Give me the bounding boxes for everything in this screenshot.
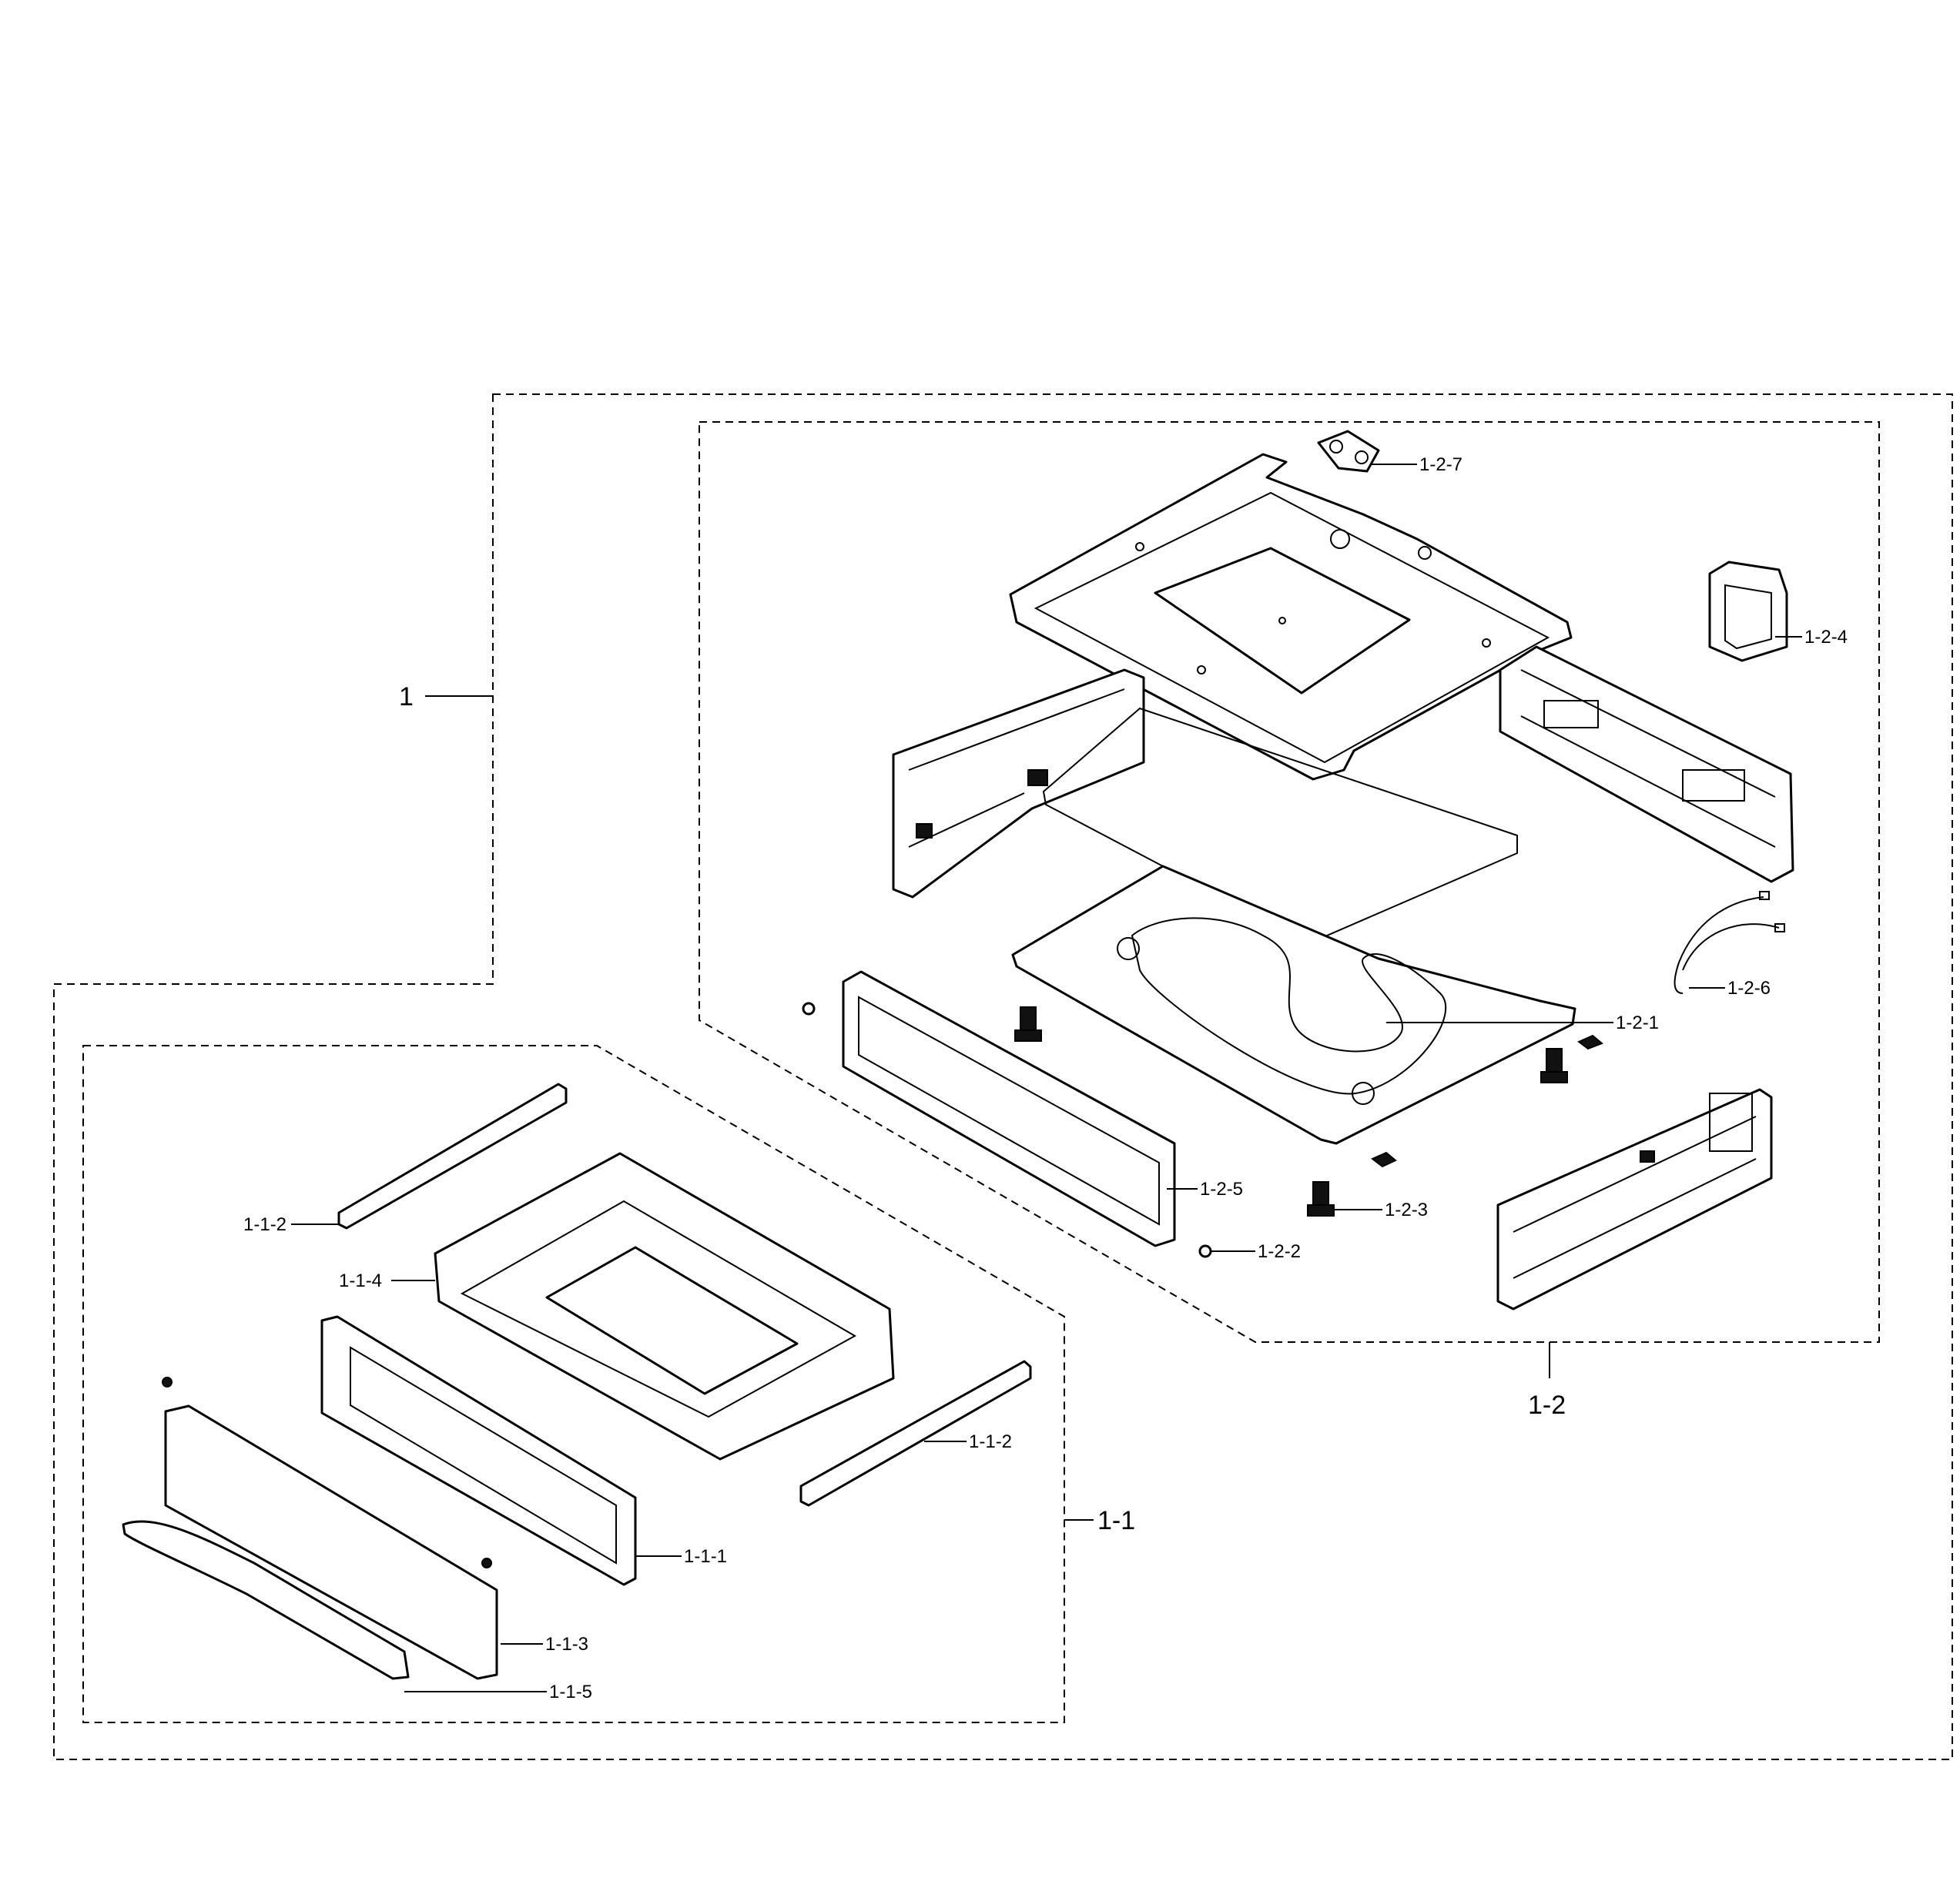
bracket-part	[1708, 561, 1788, 662]
label-assembly-1-2: 1-2	[1528, 1391, 1566, 1420]
label-1-1-4: 1-1-4	[339, 1270, 382, 1291]
leveling-legs	[1014, 1006, 1568, 1217]
leveling-leg-b	[1540, 1048, 1568, 1083]
pad-right	[1577, 1034, 1603, 1050]
inner-plate	[1042, 707, 1518, 945]
label-1-1-2-right: 1-1-2	[969, 1431, 1012, 1452]
bottom-pan-with-heater	[1011, 865, 1576, 1145]
screw-upper	[802, 1002, 816, 1016]
label-1-1-2-left: 1-1-2	[243, 1214, 286, 1235]
label-1-1-5: 1-1-5	[549, 1682, 592, 1702]
label-1-2-1: 1-2-1	[1616, 1013, 1659, 1033]
assembly-1-2-boundary	[699, 421, 1880, 1343]
label-1-2-6: 1-2-6	[1727, 978, 1771, 999]
drawer-clip-front	[481, 1558, 492, 1568]
drawer-tub	[434, 1152, 895, 1461]
leveling-leg-c	[1307, 1181, 1335, 1217]
drawer-clip-top	[162, 1377, 173, 1388]
label-assembly-1: 1	[399, 682, 414, 711]
leveling-leg-a	[1014, 1006, 1042, 1042]
wire-harness	[1674, 891, 1785, 994]
label-1-1-1: 1-1-1	[684, 1546, 727, 1567]
drawer-handle	[122, 1520, 410, 1680]
label-1-2-3: 1-2-3	[1385, 1200, 1428, 1220]
front-frame	[842, 970, 1176, 1247]
drawer-rail-right	[799, 1360, 1032, 1507]
label-1-1-3: 1-1-3	[545, 1634, 588, 1655]
label-assembly-1-1: 1-1	[1097, 1506, 1135, 1535]
pad-lower	[1371, 1151, 1397, 1168]
assembly-1-boundary	[53, 393, 1953, 1760]
drawer-front-frame	[320, 1315, 637, 1586]
drawer-front-panel	[164, 1404, 498, 1680]
left-side-panel	[892, 668, 1145, 899]
label-1-2-2: 1-2-2	[1258, 1241, 1301, 1262]
right-lower-side-panel	[1496, 1088, 1773, 1311]
label-1-2-4: 1-2-4	[1804, 627, 1848, 648]
screw-lower	[1198, 1244, 1212, 1258]
right-rear-panel	[1499, 645, 1794, 883]
top-cover-plate	[1009, 453, 1573, 781]
label-1-2-5: 1-2-5	[1200, 1179, 1243, 1200]
top-gasket	[1317, 430, 1380, 473]
label-1-2-7: 1-2-7	[1419, 454, 1462, 475]
assembly-1-1-boundary	[82, 1045, 1065, 1723]
